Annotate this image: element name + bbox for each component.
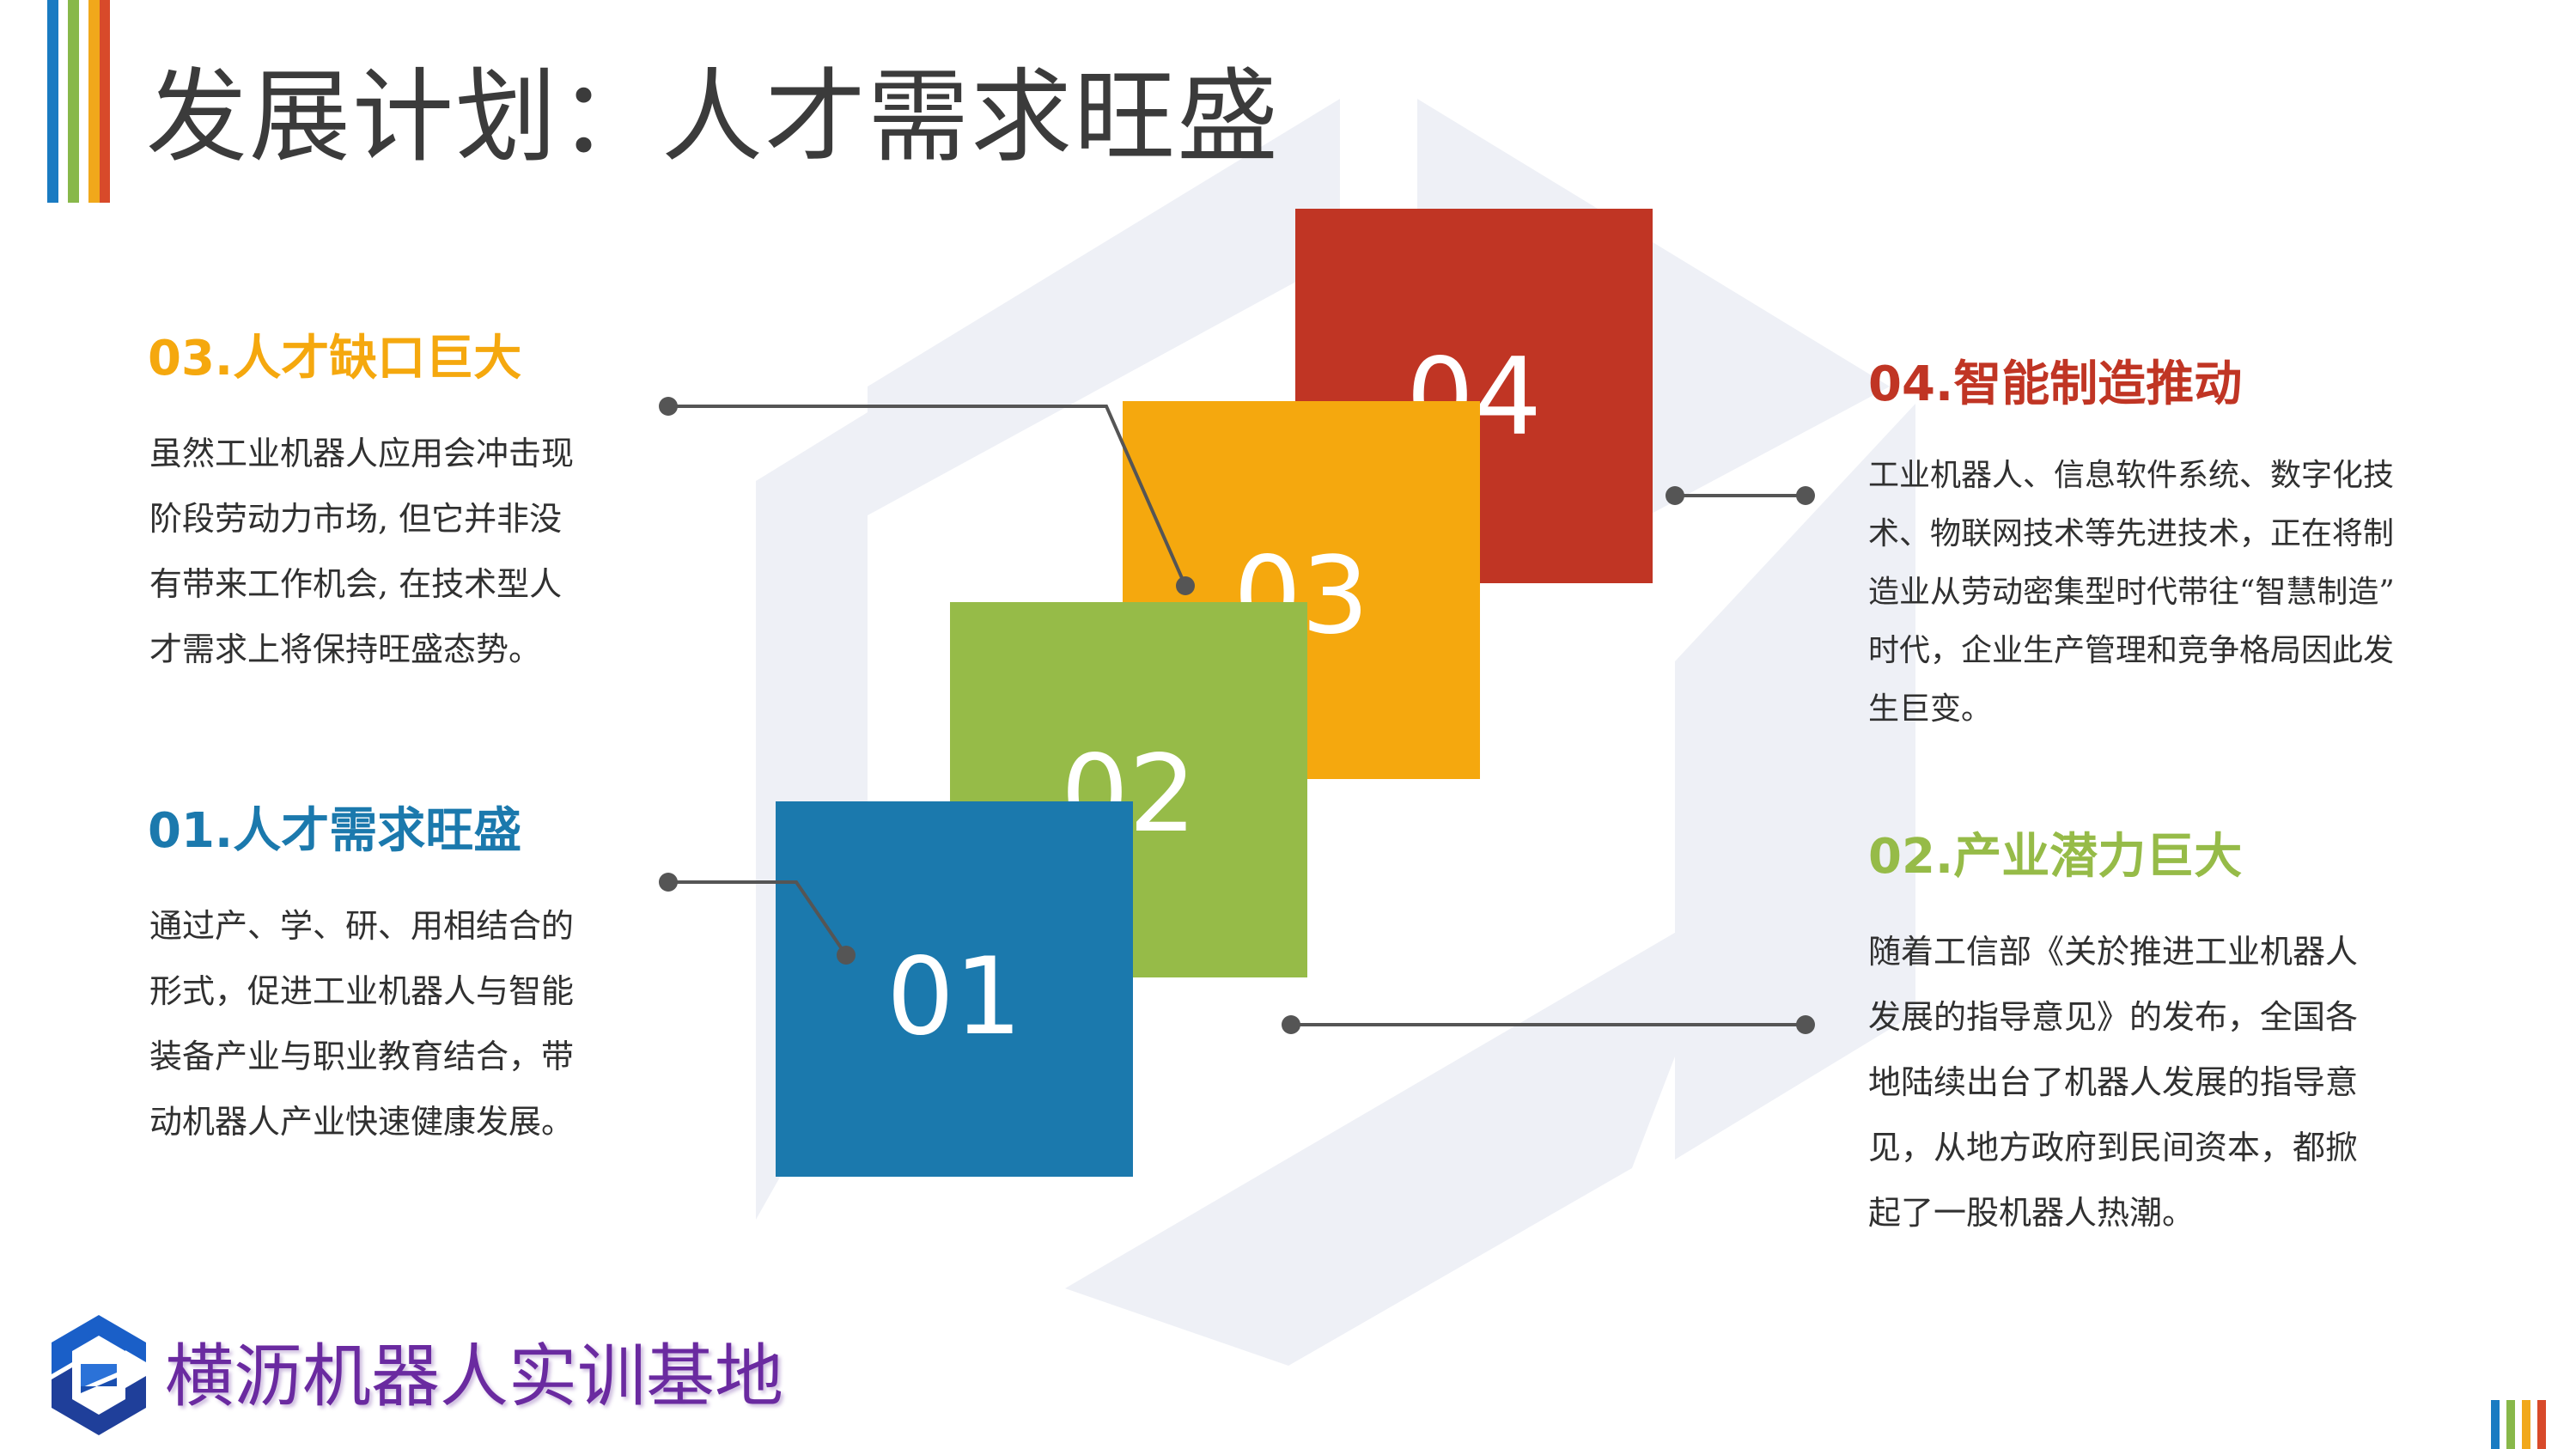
text-line: 虽然工业机器人应用会冲击现 [149, 435, 575, 472]
text-line: 起了一股机器人热潮。 [1868, 1194, 2195, 1232]
connector-dot [1796, 486, 1815, 505]
text-line: 见，从地方政府到民间资本，都掀 [1868, 1129, 2359, 1166]
connector-dot [837, 946, 856, 965]
stripe-orange-small [2522, 1400, 2530, 1449]
step-number-01: 01 [886, 935, 1022, 1059]
text-line: 形式，促进工业机器人与智能 [149, 972, 575, 1010]
text-line: 有带来工作机会, 在技术型人 [149, 565, 563, 603]
connector-dot [1666, 486, 1684, 505]
text-line: 地陆续出台了机器人发展的指导意 [1868, 1063, 2359, 1101]
section-heading-04: 04.智能制造推动 [1868, 356, 2243, 412]
section-heading-03: 03.人才缺口巨大 [148, 331, 522, 387]
text-line: 时代，企业生产管理和竞争格局因此发 [1868, 633, 2395, 668]
text-line: 随着工信部《关於推进工业机器人 [1868, 933, 2359, 971]
text-line: 生巨变。 [1868, 691, 1993, 727]
section-body-01: 通过产、学、研、用相结合的 形式，促进工业机器人与智能 装备产业与职业教育结合，… [149, 893, 574, 1154]
text-line: 发展的指导意见》的发布，全国各 [1868, 998, 2359, 1036]
section-body-02: 随着工信部《关於推进工业机器人 发展的指导意见》的发布，全国各 地陆续出台了机器… [1868, 919, 2358, 1245]
text-line: 装备产业与职业教育结合，带 [149, 1038, 575, 1075]
text-line: 造业从劳动密集型时代带往“智慧制造” [1868, 575, 2395, 610]
section-heading-01: 01.人才需求旺盛 [148, 803, 522, 859]
step-square-01: 01 [776, 801, 1133, 1177]
stripe-green-small [2506, 1400, 2515, 1449]
stripe-orange [88, 0, 100, 203]
connector-dot [659, 397, 678, 416]
connector-dot [1796, 1015, 1815, 1034]
text-line: 工业机器人、信息软件系统、数字化技 [1868, 458, 2395, 493]
stripe-blue [47, 0, 58, 203]
section-body-04: 工业机器人、信息软件系统、数字化技 术、物联网技术等先进技术，正在将制 造业从劳… [1868, 447, 2395, 739]
stripe-red-small [2537, 1400, 2546, 1449]
page-title: 发展计划：人才需求旺盛 [146, 58, 1281, 176]
text-line: 才需求上将保持旺盛态势。 [149, 630, 542, 668]
section-heading-02: 02.产业潜力巨大 [1868, 829, 2243, 885]
hexagon-logo-icon [52, 1315, 146, 1435]
connector-dot [659, 873, 678, 892]
text-line: 通过产、学、研、用相结合的 [149, 907, 575, 945]
section-body-03: 虽然工业机器人应用会冲击现 阶段劳动力市场, 但它并非没 有带来工作机会, 在技… [149, 421, 574, 682]
stripe-blue-small [2491, 1400, 2500, 1449]
connector-dot [1282, 1015, 1300, 1034]
text-line: 术、物联网技术等先进技术，正在将制 [1868, 516, 2395, 551]
stripe-red [100, 0, 110, 203]
text-line: 动机器人产业快速健康发展。 [149, 1103, 575, 1141]
connector-dot [1176, 576, 1195, 595]
brand-name: 横沥机器人实训基地 [165, 1336, 783, 1416]
text-line: 阶段劳动力市场, 但它并非没 [149, 500, 563, 538]
stripe-green [68, 0, 79, 203]
